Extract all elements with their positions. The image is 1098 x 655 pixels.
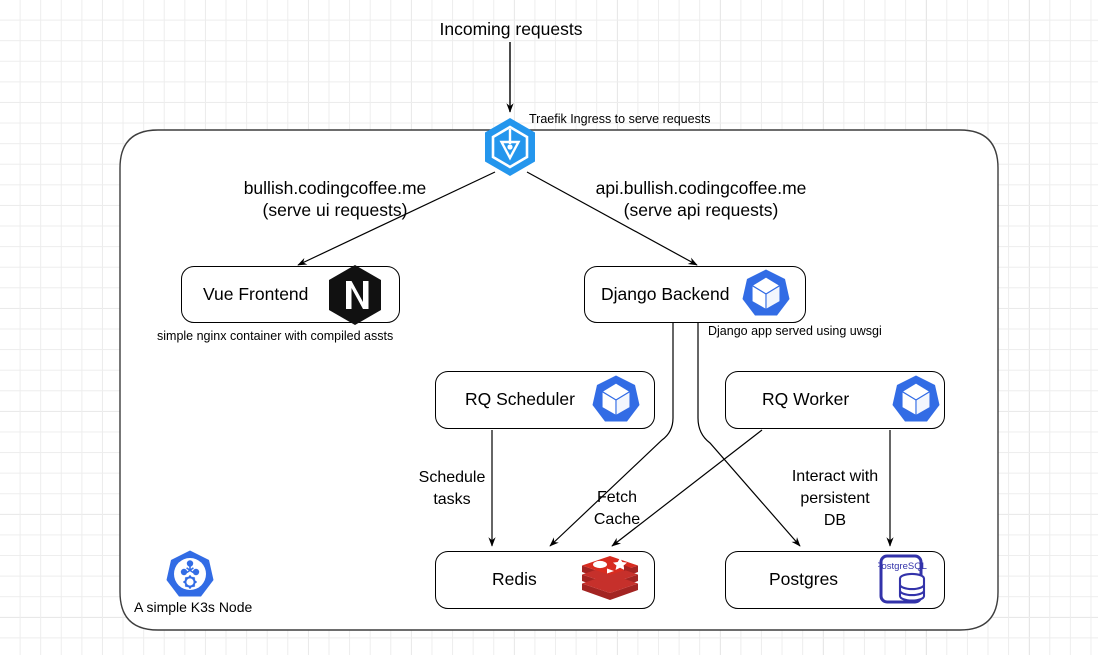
k3s-kubernetes-icon xyxy=(166,550,214,597)
edge-label-fetch-cache: Fetch Cache xyxy=(593,489,641,528)
node-vue-frontend-label: Vue Frontend xyxy=(203,283,309,304)
node-django-backend-caption: Django app served using uwsgi xyxy=(708,324,882,338)
cluster-caption: A simple K3s Node xyxy=(134,599,253,615)
postgresql-icon: PostgreSQL xyxy=(878,554,927,604)
traefik-ingress-note: Traefik Ingress to serve requests xyxy=(529,112,711,126)
node-rq-scheduler-label: RQ Scheduler xyxy=(465,389,575,410)
redis-icon xyxy=(582,556,638,600)
edge-label-schedule-tasks: Schedule tasks xyxy=(418,469,486,508)
traefik-icon xyxy=(485,118,535,176)
route-label-ui: bullish.codingcoffee.me (serve ui reques… xyxy=(243,178,427,220)
node-postgres-label: Postgres xyxy=(769,569,839,590)
node-rq-worker-label: RQ Worker xyxy=(762,389,850,410)
traefik-ingress-node[interactable] xyxy=(480,116,540,178)
kubernetes-pod-icon xyxy=(892,375,940,422)
node-redis-label: Redis xyxy=(492,569,537,590)
kubernetes-pod-icon xyxy=(592,375,640,422)
node-vue-frontend-caption: simple nginx container with compiled ass… xyxy=(157,329,394,343)
kubernetes-pod-icon xyxy=(742,269,790,316)
nginx-icon xyxy=(329,265,381,325)
incoming-requests-label: Incoming requests xyxy=(439,19,583,39)
svg-text:PostgreSQL: PostgreSQL xyxy=(878,561,927,572)
edge-label-persistent-db: Interact with persistent DB xyxy=(791,468,879,529)
node-django-backend-label: Django Backend xyxy=(601,283,730,304)
route-label-api: api.bullish.codingcoffee.me (serve api r… xyxy=(595,178,807,220)
